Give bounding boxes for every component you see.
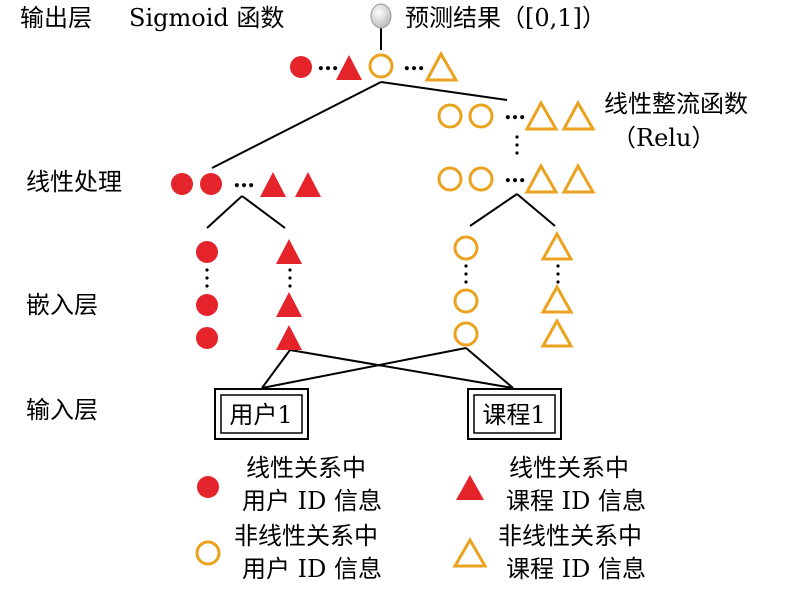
relu-bottom-circle-1 bbox=[437, 166, 463, 192]
legend-nonlinear-user-line1: 非线性关系中 bbox=[234, 522, 378, 550]
embed-linear-course-node-1 bbox=[276, 239, 302, 264]
embed-nonlinear-course-node-1 bbox=[540, 230, 574, 261]
relu-top-triangle-2 bbox=[561, 99, 596, 131]
top-ellipsis-right: … bbox=[403, 50, 425, 76]
output-layer-label: 输出层 bbox=[20, 4, 92, 32]
line-user-to-nonlinear-embed bbox=[261, 347, 467, 389]
embedding-layer-label: 嵌入层 bbox=[26, 291, 98, 319]
embed-nonlinear-user-node-3 bbox=[453, 321, 479, 347]
top-ellipsis-left: … bbox=[317, 50, 339, 76]
embed-linear-user-column bbox=[196, 241, 218, 349]
embed-nonlinear-user-node-1 bbox=[453, 235, 479, 261]
relu-vertical-dots bbox=[515, 135, 519, 155]
input-course-box: 课程1 bbox=[467, 388, 562, 440]
relu-top-ellipsis: … bbox=[504, 99, 526, 125]
line-nonlinear-to-user-embed bbox=[469, 193, 518, 227]
relu-bottom-circle-2 bbox=[468, 166, 494, 192]
line-course-to-linear-embed bbox=[289, 349, 514, 389]
prediction-label: 预测结果（[0,1]） bbox=[405, 4, 606, 32]
top-linear-user-node bbox=[290, 56, 312, 78]
legend-nonlinear-user-line2: 用户 ID 信息 bbox=[242, 555, 382, 583]
relu-bottom-ellipsis: … bbox=[504, 162, 526, 188]
legend-nonlinear-course-line1: 非线性关系中 bbox=[498, 522, 642, 550]
relu-bottom-triangle-1 bbox=[524, 162, 559, 194]
line-linear-to-user-embed bbox=[206, 195, 243, 229]
linear-ellipsis: … bbox=[233, 167, 255, 193]
line-course-to-nonlinear-embed bbox=[465, 347, 514, 389]
relu-top-circle-1 bbox=[437, 103, 463, 129]
legend-linear-user-icon bbox=[197, 476, 219, 498]
linear-triangle-2 bbox=[295, 172, 321, 197]
embed-linear-course-node-3 bbox=[276, 325, 302, 350]
legend-nonlinear-course-line2: 课程 ID 信息 bbox=[506, 555, 646, 583]
linear-processing-label: 线性处理 bbox=[26, 168, 122, 196]
embed-nonlinear-course-node-3 bbox=[540, 317, 574, 348]
linear-circle-2 bbox=[200, 173, 222, 195]
top-combined-row: … … bbox=[290, 50, 459, 82]
relu-top-circle-2 bbox=[468, 103, 494, 129]
input-user-box: 用户1 bbox=[214, 388, 309, 440]
embed-linear-course-node-2 bbox=[276, 292, 302, 317]
linear-triangle-1 bbox=[260, 172, 286, 197]
embed-linear-user-node-3 bbox=[196, 327, 218, 349]
input-course-label: 课程1 bbox=[482, 401, 545, 429]
embed-linear-user-node-1 bbox=[196, 241, 218, 263]
embed-linear-course-column bbox=[276, 239, 302, 350]
embed-linear-user-node-2 bbox=[196, 294, 218, 316]
legend-linear-user-line1: 线性关系中 bbox=[246, 454, 366, 482]
input-layer-label: 输入层 bbox=[26, 396, 98, 424]
sigmoid-label: Sigmoid 函数 bbox=[129, 4, 284, 32]
relu-label-line1: 线性整流函数 bbox=[604, 90, 748, 118]
embed-nonlinear-user-node-2 bbox=[453, 288, 479, 314]
relu-layer-bottom: … bbox=[437, 162, 596, 194]
top-nonlinear-course-node bbox=[424, 50, 459, 82]
input-user-label: 用户1 bbox=[229, 401, 292, 429]
legend-linear-course-line1: 线性关系中 bbox=[509, 454, 629, 482]
legend-linear-course-icon bbox=[456, 475, 484, 500]
legend-linear-user-line2: 用户 ID 信息 bbox=[242, 487, 382, 515]
line-user-to-linear-embed bbox=[261, 349, 291, 389]
linear-processing-row: … bbox=[171, 167, 321, 197]
embed-nonlinear-course-column bbox=[540, 230, 574, 348]
connection-lines bbox=[206, 26, 556, 389]
embed-nonlinear-user-column bbox=[453, 235, 479, 347]
linear-circle-1 bbox=[171, 173, 193, 195]
line-nonlinear-to-course-embed bbox=[516, 193, 556, 227]
line-linear-to-course-embed bbox=[241, 195, 286, 229]
relu-bottom-triangle-2 bbox=[561, 162, 596, 194]
relu-layer-top: … bbox=[437, 99, 596, 131]
legend-nonlinear-course-icon bbox=[452, 536, 488, 568]
legend-nonlinear-user-icon bbox=[195, 540, 221, 566]
legend-linear-course-line2: 课程 ID 信息 bbox=[506, 487, 646, 515]
relu-label-line2: （Relu） bbox=[612, 124, 715, 152]
line-top-to-nonlinear bbox=[380, 81, 508, 101]
embed-nonlinear-course-node-2 bbox=[540, 283, 574, 314]
relu-top-triangle-1 bbox=[524, 99, 559, 131]
legend: 线性关系中 用户 ID 信息 线性关系中 课程 ID 信息 非线性关系中 用户 … bbox=[195, 454, 646, 583]
line-top-to-linear bbox=[211, 81, 382, 169]
top-linear-course-node bbox=[336, 55, 362, 80]
top-nonlinear-user-node bbox=[368, 53, 394, 79]
output-node bbox=[370, 3, 392, 29]
